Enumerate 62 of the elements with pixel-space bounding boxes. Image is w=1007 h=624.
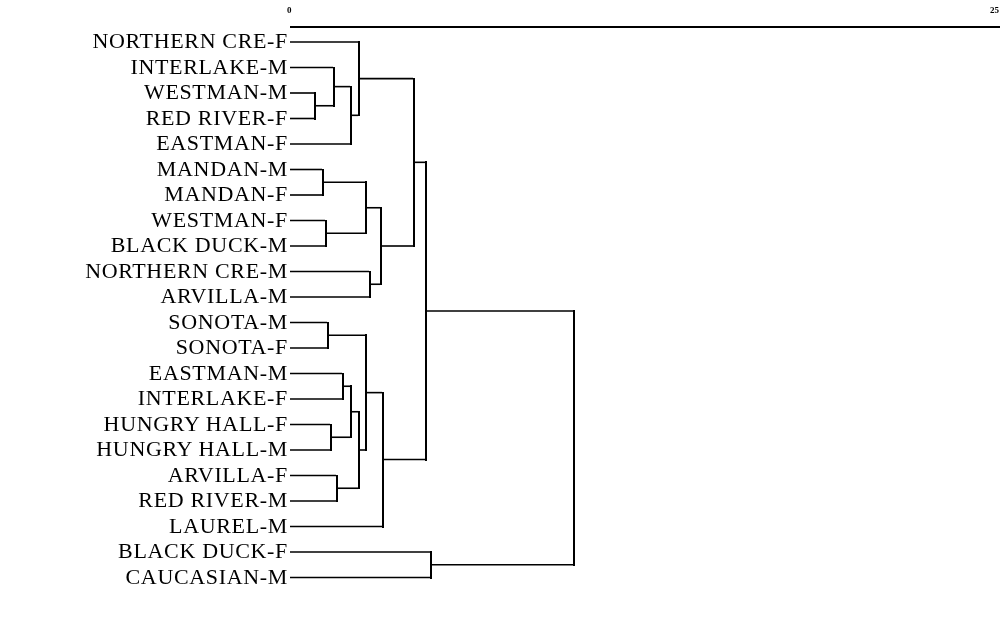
dendrogram-branch	[366, 206, 381, 209]
dendrogram-branch	[426, 310, 574, 312]
dendrogram-branch	[289, 296, 370, 298]
dendrogram-branch	[289, 500, 337, 502]
leaf-label: INTERLAKE-M	[130, 54, 288, 79]
dendrogram-branch	[381, 245, 414, 247]
dendrogram-branch	[289, 117, 315, 120]
dendrogram-branch	[326, 232, 366, 235]
dendrogram-branch	[383, 458, 426, 461]
dendrogram-branch	[343, 385, 351, 388]
dendrogram-branch	[289, 551, 431, 553]
dendrogram-branch	[315, 104, 334, 107]
leaf-label: INTERLAKE-F	[137, 386, 288, 410]
dendrogram-branch	[289, 219, 326, 222]
leaf-label: MANDAN-F	[164, 182, 288, 206]
dendrogram-branch	[289, 92, 315, 94]
leaf-label: RED RIVER-M	[138, 488, 288, 512]
dendrogram-branch	[289, 321, 328, 324]
dendrogram-branch	[431, 563, 574, 566]
leaf-label: CAUCASIAN-M	[125, 564, 288, 589]
dendrogram-branch	[289, 168, 323, 171]
leaf-label: WESTMAN-M	[143, 80, 288, 104]
leaf-label: RED RIVER-F	[145, 105, 288, 130]
dendrogram-branch	[289, 525, 383, 528]
leaf-label: EASTMAN-M	[148, 360, 288, 385]
dendrogram-branch	[289, 576, 431, 579]
dendrogram-branch	[289, 194, 323, 196]
dendrogram-branch	[289, 398, 343, 400]
dendrogram-branch	[289, 474, 337, 477]
leaf-label: NORTHERN CRE-M	[85, 258, 288, 283]
dendrogram-branch	[289, 245, 326, 247]
leaf-label: WESTMAN-F	[151, 207, 288, 232]
leaf-label: SONOTA-F	[175, 335, 288, 359]
scale-tick-label: 25	[990, 6, 999, 15]
leaf-label: NORTHERN CRE-F	[92, 29, 288, 53]
dendrogram-branch	[323, 181, 366, 184]
dendrogram-branch	[289, 270, 370, 273]
dendrogram-branch	[289, 143, 351, 145]
dendrogram-branch	[359, 77, 414, 80]
leaf-label: HUNGRY HALL-M	[96, 437, 288, 461]
leaf-label: ARVILLA-F	[167, 462, 288, 487]
dendrogram-branch	[328, 334, 366, 337]
dendrogram-branch	[289, 347, 328, 349]
leaf-label: BLACK DUCK-M	[110, 233, 288, 257]
dendrogram-branch	[289, 41, 359, 43]
leaf-label: SONOTA-M	[168, 309, 288, 334]
dendrogram-branch	[331, 436, 351, 439]
leaf-label: HUNGRY HALL-F	[103, 411, 288, 436]
dendrogram-branch	[370, 283, 381, 286]
dendrogram-branch	[359, 449, 366, 451]
scale-tick-label: 0	[287, 6, 292, 15]
dendrogram-branch	[337, 487, 359, 490]
leaf-label: EASTMAN-F	[156, 131, 288, 155]
dendrogram-branch	[351, 410, 359, 413]
dendrogram-branch	[289, 372, 343, 375]
leaf-label: MANDAN-M	[156, 156, 288, 181]
leaf-label: BLACK DUCK-F	[118, 539, 288, 563]
dendrogram-branch	[289, 66, 334, 69]
dendrogram-branch	[289, 449, 331, 451]
leaf-label: LAUREL-M	[169, 513, 288, 538]
leaf-label: ARVILLA-M	[160, 284, 288, 308]
dendrogram-branch	[289, 423, 331, 426]
